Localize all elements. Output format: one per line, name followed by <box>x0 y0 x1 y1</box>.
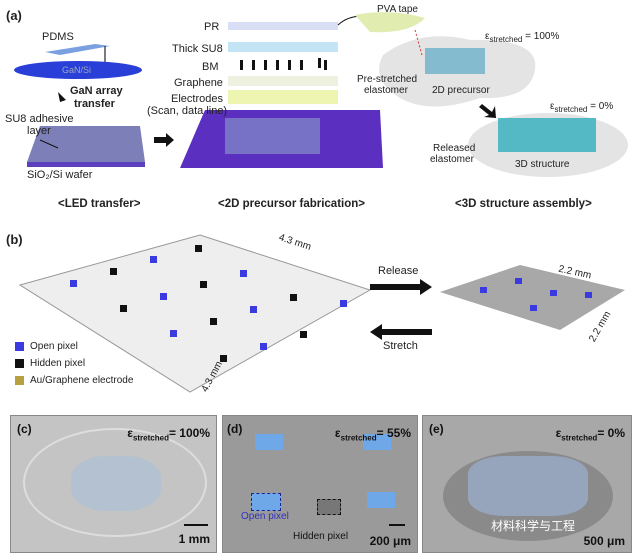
legend-item-electrode: Au/Graphene electrode <box>15 372 133 389</box>
release-arrow-icon <box>370 279 432 295</box>
panel-e-strain: εstretched= 0% <box>555 426 625 443</box>
electrodes-label: Electrodes <box>171 93 223 105</box>
su8-label-2: layer <box>27 125 51 137</box>
scale-bar <box>184 524 208 526</box>
layer-graphene <box>228 76 338 86</box>
strain-100-label: εstretched = 100% <box>485 31 560 44</box>
pva-tape <box>355 12 425 33</box>
down-arrow-icon <box>58 92 66 102</box>
pr-label: PR <box>204 21 220 33</box>
panel-a-label: (a) <box>6 8 22 23</box>
scale-bar <box>389 524 405 526</box>
panel-e-scale: 500 μm <box>583 534 625 548</box>
gan-si-label: GaN/Si <box>62 65 92 75</box>
layer-bm <box>240 58 327 70</box>
panel-d-label: (d) <box>227 422 243 436</box>
legend: Open pixel Hidden pixel Au/Graphene elec… <box>15 338 133 389</box>
transfer-label-1: GaN array <box>70 85 123 97</box>
panel-c-scale: 1 mm <box>178 532 210 546</box>
transfer-label-2: transfer <box>74 98 115 110</box>
stretch-label: Stretch <box>383 340 418 352</box>
panel-d-sem-image: (d) εstretched= 55% Open pixel Hidden pi… <box>222 415 418 553</box>
hidden-pixel-swatch <box>15 359 24 368</box>
legend-item-hidden-pixel: Hidden pixel <box>15 355 133 372</box>
layer-su8 <box>228 42 338 52</box>
pva-label: PVA tape <box>377 4 418 15</box>
released-label-2: elastomer <box>430 154 474 165</box>
panel-b-label: (b) <box>6 232 23 247</box>
open-pixel-label: Open pixel <box>241 511 289 522</box>
panel-d-strain: εstretched= 55% <box>334 426 411 443</box>
caption-led-transfer: <LED transfer> <box>58 198 141 210</box>
wafer-label: SiO₂/Si wafer <box>27 169 93 181</box>
gan-wafer <box>14 61 142 79</box>
3d-structure <box>498 118 596 152</box>
released-label-1: Released <box>433 143 476 154</box>
bm-label: BM <box>202 61 219 73</box>
electrode-swatch <box>15 376 24 385</box>
panel-d-scale: 200 μm <box>369 534 411 548</box>
pdms-stamp <box>45 44 110 55</box>
2d-precursor <box>425 48 485 74</box>
stretch-arrow-icon <box>370 324 432 340</box>
caption-3d-assembly: <3D structure assembly> <box>455 198 592 210</box>
electrodes-sub-label: (Scan, data line) <box>147 105 228 117</box>
legend-item-open-pixel: Open pixel <box>15 338 133 355</box>
su8-slab <box>27 126 145 162</box>
pdms-label: PDMS <box>42 31 74 43</box>
open-pixel-swatch <box>15 342 24 351</box>
right-arrow-icon <box>154 133 174 147</box>
panel-c-sem-image: (c) εstretched= 100% 1 mm <box>10 415 217 553</box>
open-pixel-highlight <box>251 493 281 511</box>
prestretched-label-1: Pre-stretched <box>357 74 418 85</box>
release-label: Release <box>378 265 419 277</box>
hidden-pixel-label: Hidden pixel <box>293 531 349 542</box>
watermark: 材料科学与工程 <box>491 519 576 533</box>
pixel-grid <box>70 245 347 362</box>
strain-0-label: εstretched = 0% <box>550 101 614 114</box>
hidden-pixel-highlight <box>317 499 341 515</box>
compressed-mesh <box>440 265 625 330</box>
diagonal-arrow-icon <box>479 104 496 118</box>
panel-e-label: (e) <box>429 422 444 436</box>
graphene-label: Graphene <box>174 77 223 89</box>
caption-2d-precursor: <2D precursor fabrication> <box>218 198 365 210</box>
panel-c-label: (c) <box>17 422 32 436</box>
structure-label: 3D structure <box>515 159 570 170</box>
su8-label-1: SU8 adhesive <box>5 113 74 125</box>
layer-pr <box>228 22 338 30</box>
precursor-label: 2D precursor <box>432 85 490 96</box>
panel-e-sem-image: (e) εstretched= 0% 材料科学与工程 500 μm <box>422 415 632 553</box>
panel-c-strain: εstretched= 100% <box>127 426 210 443</box>
layer-electrodes <box>228 90 338 104</box>
prestretched-label-2: elastomer <box>364 85 408 96</box>
thick-su8-label: Thick SU8 <box>172 43 223 55</box>
